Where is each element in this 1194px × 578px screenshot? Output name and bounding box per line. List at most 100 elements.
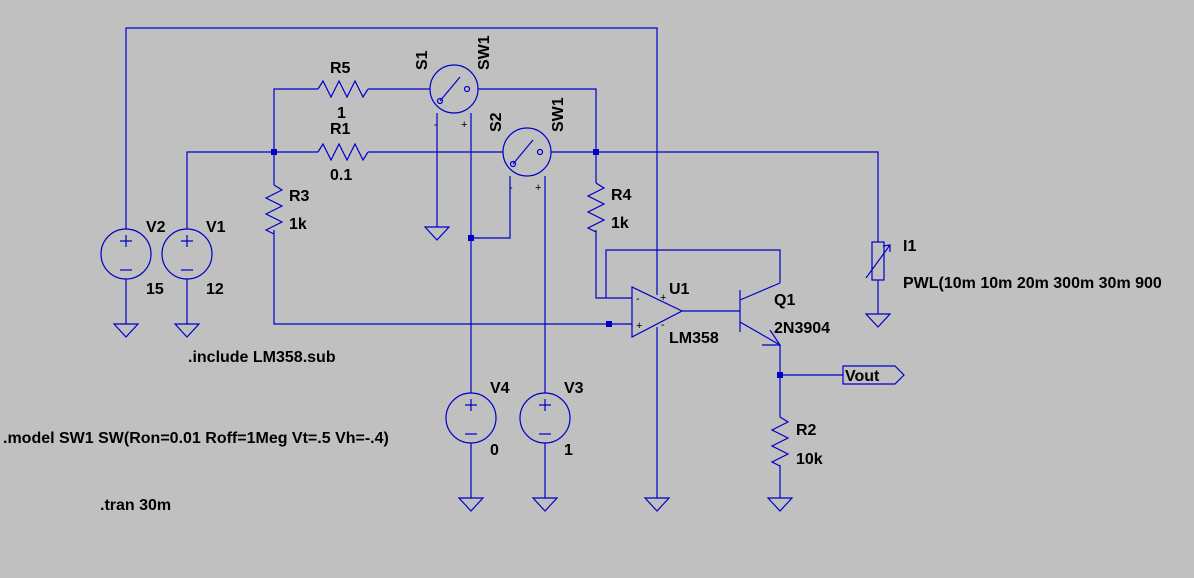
r1-value: 0.1: [330, 167, 352, 184]
wire-v2-top-rail[interactable]: [125, 27, 658, 295]
switch-s1-contact: [439, 76, 461, 102]
switch-s1[interactable]: - + S1 SW1: [414, 35, 493, 131]
wire-s2-minus-node[interactable]: [471, 176, 511, 239]
resistor-r1-icon: [317, 142, 369, 162]
r2-name: R2: [796, 422, 817, 439]
npn-arrow-icon: [762, 329, 782, 346]
resistor-r4-icon: [586, 182, 606, 233]
v2-value: 15: [146, 281, 164, 298]
wire-r4-u1minus[interactable]: [595, 230, 632, 299]
s2-minus-pin: -: [509, 182, 513, 194]
switch-s1-contact-dot: [436, 97, 444, 105]
ground-icon[interactable]: [457, 497, 485, 512]
directive-include[interactable]: .include LM358.sub: [188, 349, 336, 366]
resistor-r2[interactable]: R2 10k: [770, 416, 823, 468]
opamp-u1[interactable]: + - - + U1 LM358: [631, 281, 719, 347]
s2-plus-pin: +: [535, 182, 541, 194]
voltage-source-v3[interactable]: V3 1: [519, 380, 584, 459]
ground-icon[interactable]: [643, 497, 671, 512]
ground-icon[interactable]: [766, 497, 794, 512]
r1-name: R1: [330, 121, 351, 138]
switch-s2[interactable]: - + S2 SW1: [488, 97, 567, 194]
wire-q1-collector-loop[interactable]: [605, 249, 781, 298]
v3-value: 1: [564, 442, 573, 459]
switch-s2-contact-dot: [536, 148, 544, 156]
resistor-r5[interactable]: R5 1: [317, 60, 369, 122]
resistor-r2-icon: [770, 416, 790, 467]
arrow-diagonal-icon: [865, 244, 891, 279]
v1-value: 12: [206, 281, 224, 298]
ground-icon[interactable]: [173, 323, 201, 338]
i1-name: I1: [903, 238, 916, 255]
switch-s1-icon: [429, 64, 479, 114]
resistor-r1[interactable]: R1 0.1: [317, 121, 369, 184]
u1-supply-plus-pin: +: [660, 292, 666, 304]
s1-name: S1: [414, 50, 431, 70]
net-label-vout[interactable]: Vout: [842, 365, 905, 385]
s1-model: SW1: [476, 35, 493, 70]
transistor-q1-collector: [739, 282, 781, 301]
opamp-u1-icon: [631, 286, 684, 338]
wire-s1-right[interactable]: [478, 88, 597, 152]
switch-s2-icon: [502, 127, 552, 177]
s1-plus-pin: +: [461, 119, 467, 131]
resistor-r4[interactable]: R4 1k: [586, 182, 632, 233]
current-source-i1[interactable]: I1 PWL(10m 10m 20m 300m 30m 900: [865, 238, 1162, 292]
s1-minus-pin: -: [434, 119, 438, 131]
wire-s2-node-i1[interactable]: [551, 151, 879, 242]
voltage-source-v3-icon: [519, 392, 571, 444]
r3-value: 1k: [289, 216, 307, 233]
voltage-source-v1-icon: [161, 228, 213, 280]
transistor-q1[interactable]: Q1 2N3904: [739, 282, 830, 346]
r4-value: 1k: [611, 215, 629, 232]
current-source-i1-icon: [871, 241, 885, 281]
voltage-source-v4[interactable]: V4 0: [445, 380, 510, 459]
junctions: [271, 149, 783, 378]
v1-name: V1: [206, 219, 226, 236]
directive-tran[interactable]: .tran 30m: [100, 497, 171, 514]
u1-inverting-pin: -: [636, 293, 640, 305]
r5-name: R5: [330, 60, 351, 77]
switch-s1-contact-dot: [463, 85, 471, 93]
resistor-r3-icon: [264, 184, 284, 235]
i1-value: PWL(10m 10m 20m 300m 30m 900: [903, 275, 1162, 292]
voltage-source-v2[interactable]: V2 15: [100, 219, 166, 298]
junction-dot: [271, 149, 277, 155]
s2-name: S2: [488, 112, 505, 132]
q1-value: 2N3904: [774, 320, 830, 337]
junction-dot: [468, 235, 474, 241]
net-label-vout-text: Vout: [845, 368, 880, 385]
voltage-source-v2-icon: [100, 228, 152, 280]
r4-name: R4: [611, 187, 632, 204]
u1-noninverting-pin: +: [636, 320, 642, 332]
u1-name: U1: [669, 281, 690, 298]
r3-name: R3: [289, 188, 310, 205]
transistor-q1-emitter: [739, 321, 781, 346]
ground-icon[interactable]: [531, 497, 559, 512]
r2-value: 10k: [796, 451, 823, 468]
ground-icon[interactable]: [864, 313, 892, 328]
plus-sign-icon: [120, 235, 132, 247]
wire-r5-left[interactable]: [273, 88, 318, 152]
ground-icon[interactable]: [112, 323, 140, 338]
v4-value: 0: [490, 442, 499, 459]
u1-supply-minus-pin: -: [661, 319, 665, 331]
v2-name: V2: [146, 219, 166, 236]
voltage-source-v4-icon: [445, 392, 497, 444]
switch-s2-contact-dot: [509, 160, 517, 168]
resistor-r5-icon: [317, 79, 369, 99]
directive-model[interactable]: .model SW1 SW(Ron=0.01 Roff=1Meg Vt=.5 V…: [3, 430, 389, 447]
wire-r3-bottom-u1plus[interactable]: [273, 230, 632, 325]
junction-dot: [593, 149, 599, 155]
u1-value: LM358: [669, 330, 719, 347]
voltage-source-v1[interactable]: V1 12: [161, 219, 226, 298]
ground-symbols: [112, 226, 892, 512]
junction-dot: [777, 372, 783, 378]
q1-name: Q1: [774, 292, 795, 309]
switch-s2-contact: [512, 139, 534, 165]
output-port-icon: [842, 365, 905, 385]
v3-name: V3: [564, 380, 584, 397]
resistor-r3[interactable]: R3 1k: [264, 184, 310, 235]
ground-icon[interactable]: [423, 226, 451, 241]
